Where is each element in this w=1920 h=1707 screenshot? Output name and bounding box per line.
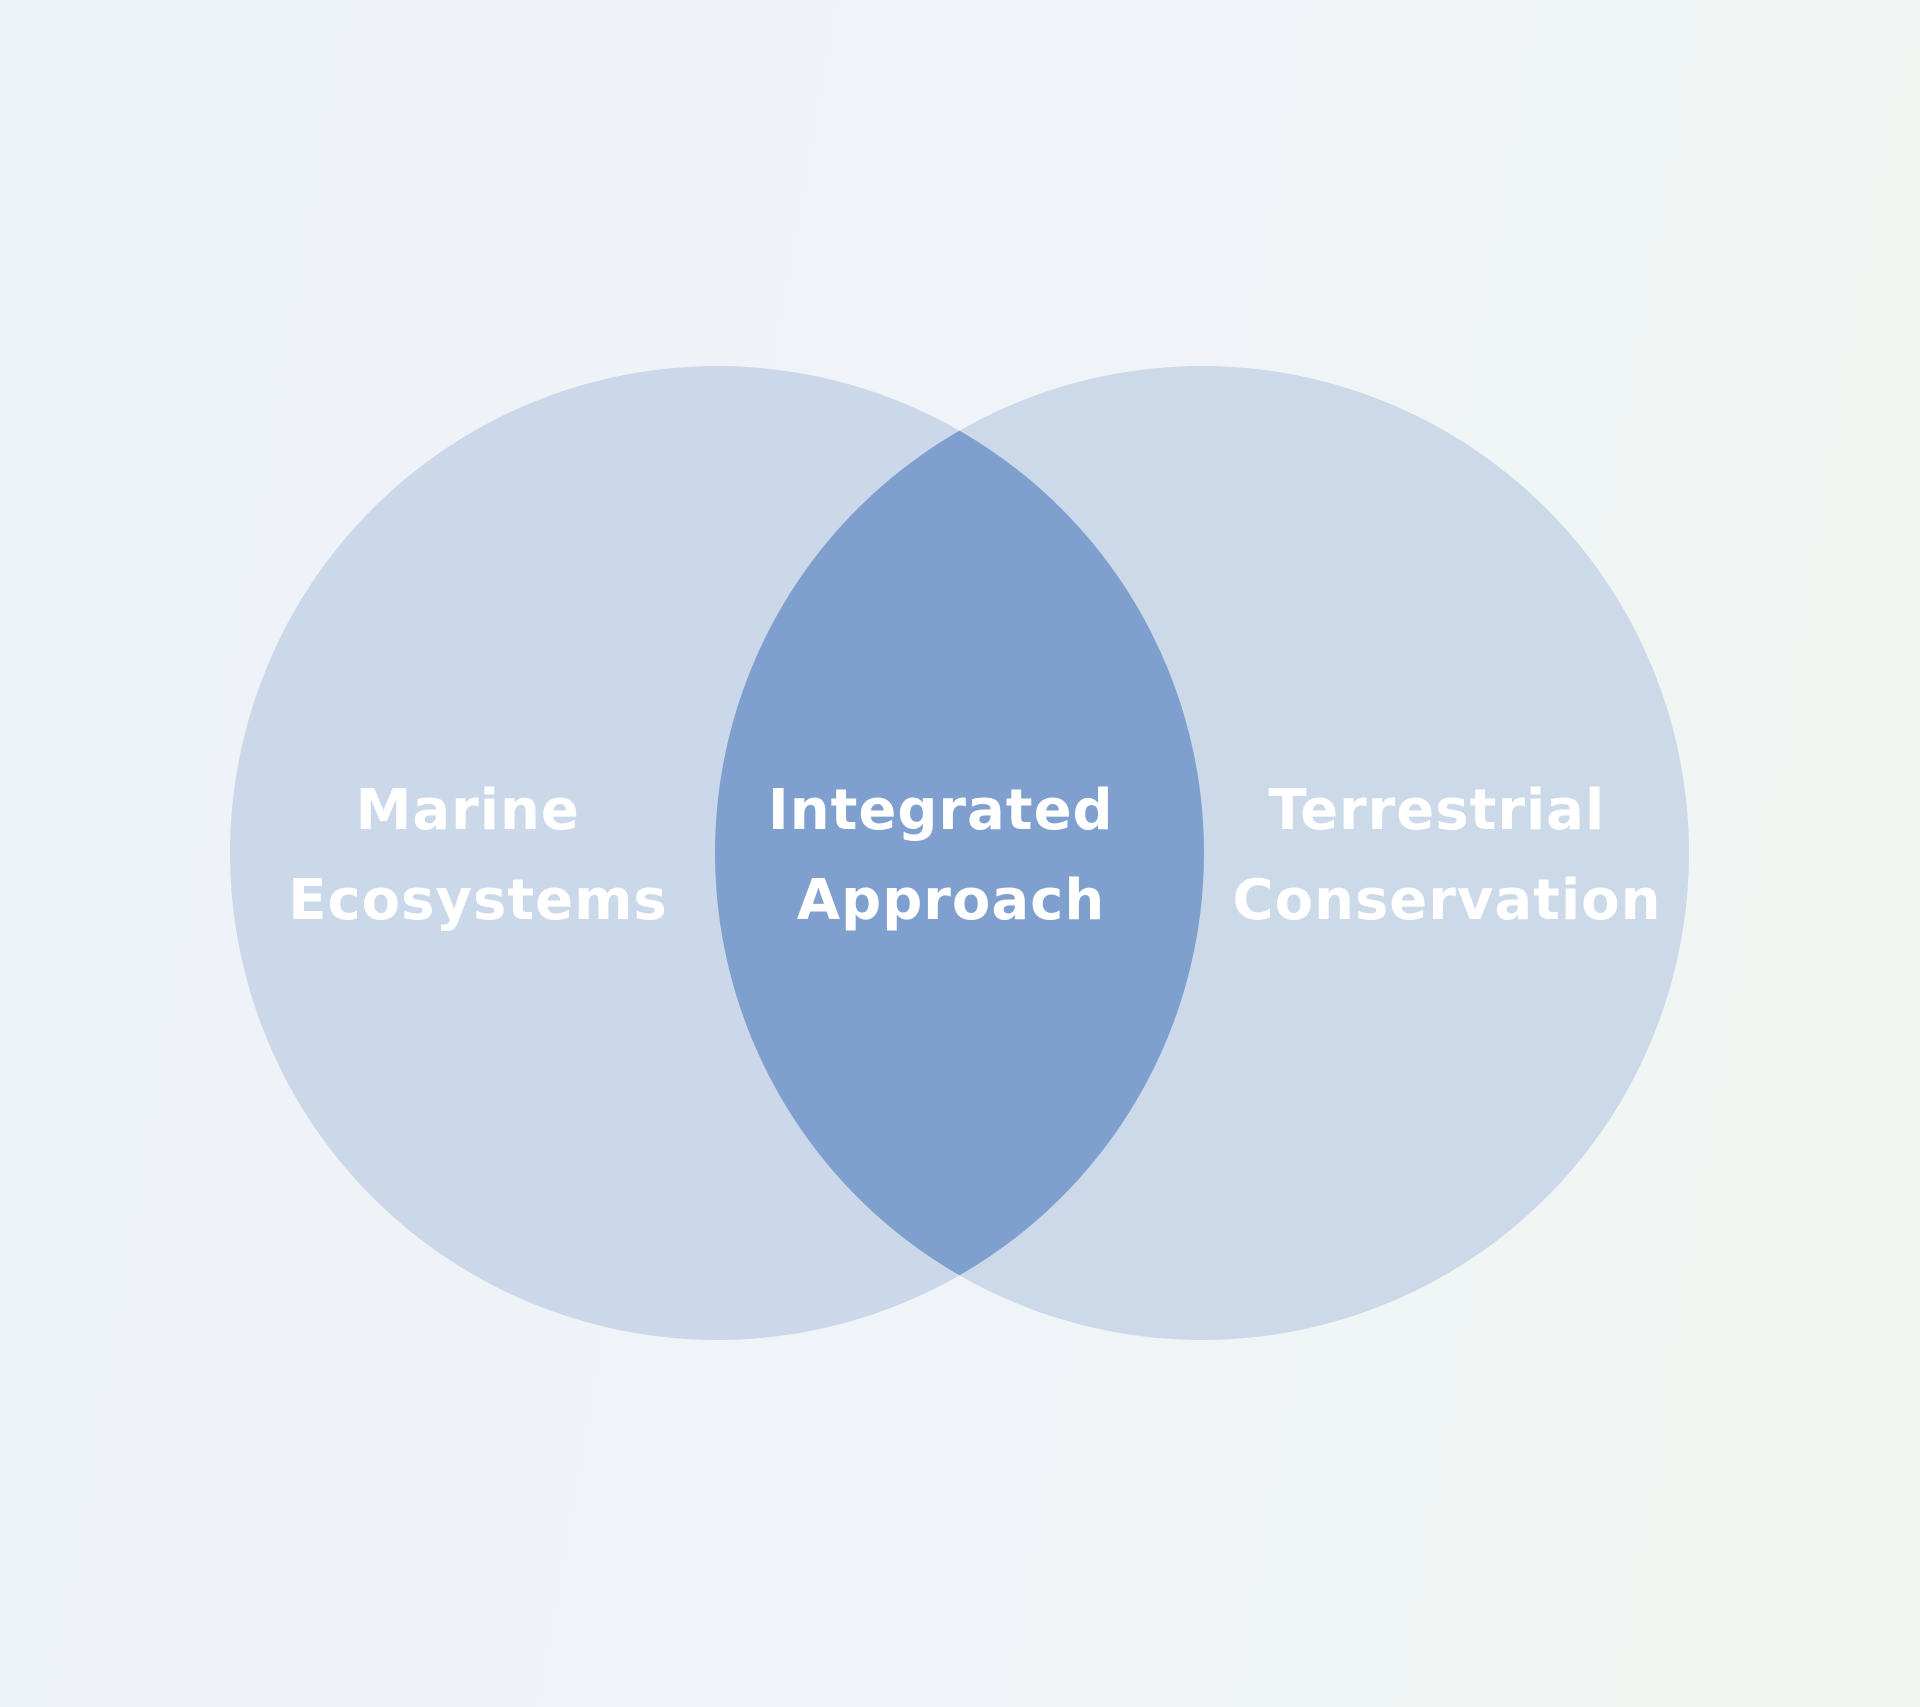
- intersection-label: Integrated Approach: [768, 778, 1134, 933]
- intersection-label-line-2: Approach: [797, 868, 1105, 933]
- intersection-label-line-1: Integrated: [768, 778, 1114, 843]
- set-label-left: Marine Ecosystems: [288, 778, 668, 933]
- set-label-right-line-2: Conservation: [1233, 868, 1662, 933]
- set-label-right: Terrestrial Conservation: [1233, 778, 1662, 933]
- intersection-region: [715, 366, 1204, 1340]
- set-label-left-line-2: Ecosystems: [288, 868, 668, 933]
- set-label-left-line-1: Marine: [356, 778, 580, 843]
- set-label-right-line-1: Terrestrial: [1268, 778, 1605, 843]
